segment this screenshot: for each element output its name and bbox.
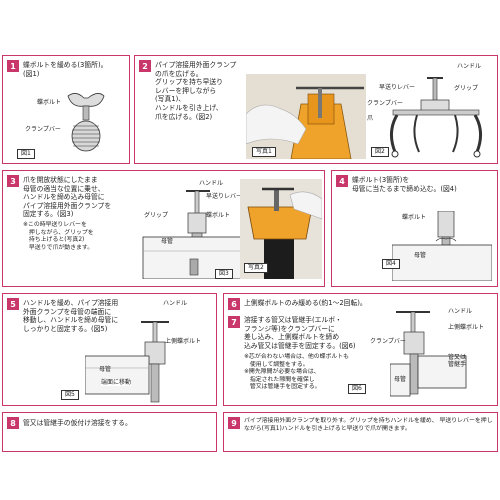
photo-caption: 写真2	[244, 263, 268, 273]
photo-caption: 写真1	[252, 147, 276, 157]
step-text: 蝶ボルト(3箇所)を 母管に当たるまで締め込む。(図4)	[352, 176, 457, 193]
wing-bolt-label: 蝶ボルト	[37, 99, 62, 106]
step-number: 8	[7, 417, 19, 429]
clamp-bar-label: クランプバー	[370, 338, 406, 345]
wing-bolt-label: 蝶ボルト	[206, 212, 231, 219]
clamp-bar-label: クランプバー	[367, 100, 403, 107]
upper-wing-bolt-label: 上側蝶ボルト	[165, 338, 202, 345]
quick-lever-label: 早送りレバー	[379, 84, 416, 91]
quick-lever-label: 早送りレバー	[206, 193, 243, 200]
step-number: 6	[228, 298, 240, 310]
handle-label: ハンドル	[457, 63, 482, 70]
step-text: ハンドルを緩め、パイプ溶接用 外面クランプを母管の端面に 移動し、ハンドルを締め…	[23, 299, 119, 333]
photo-1: 写真1	[246, 74, 366, 159]
step-text: パイプ溶接用外面クランプを取り外す。グリップを持ちハンドルを緩め、 早送りレバー…	[244, 418, 493, 432]
step-text: 管又は管継手の仮付け溶接をする。	[23, 419, 132, 427]
step-1-panel: 1 蝶ボルトを緩める(3箇所)。 (図1) 蝶ボルト クランプバー 図1	[2, 55, 130, 164]
step-note: ※芯が合わない場合は、他の蝶ボルトも 使用して調整をする。 ※開先隙間が必要な場…	[244, 354, 350, 391]
step-number: 4	[336, 175, 348, 187]
figure-caption: 図1	[17, 149, 35, 159]
step-number: 3	[7, 175, 19, 187]
upper-wing-bolt-label: 上側蝶ボルト	[448, 324, 485, 331]
main-pipe-label: 母管	[161, 238, 174, 245]
move-to-end-label: 端面に移動	[101, 379, 132, 386]
clamp-bar-label: クランプバー	[25, 126, 61, 133]
step-text: 溶接する管又は管継手(エルボ・ フランジ等)をクランプバーに 差し込み、上側蝶ボ…	[244, 316, 356, 350]
wing-bolt-label: 蝶ボルト	[402, 214, 427, 221]
step-text: 蝶ボルトを緩める(3箇所)。 (図1)	[23, 61, 108, 78]
figure-caption: 図4	[382, 259, 400, 269]
main-pipe-label: 母管	[394, 376, 407, 383]
step-text: 爪を開放状態にしたまま 母管の適当な位置に乗せ、 ハンドルを締め込み母管に パイ…	[23, 176, 112, 219]
step-9-panel: 9 パイプ溶接用外面クランプを取り外す。グリップを持ちハンドルを緩め、 早送りレ…	[223, 412, 498, 452]
figure-caption: 図3	[215, 269, 233, 279]
step-text: パイプ溶接用外面クランプ の爪を広げる。 グリップを持ち早送り レバーを押しなが…	[155, 61, 237, 121]
wing-bolt-tighten-illustration	[392, 211, 492, 281]
grip-label: グリップ	[144, 212, 169, 219]
fitting-label: 管又は 管継手	[448, 354, 467, 368]
step-2-panel: 2 パイプ溶接用外面クランプ の爪を広げる。 グリップを持ち早送り レバーを押し…	[134, 55, 498, 164]
step-4-panel: 4 蝶ボルト(3箇所)を 母管に当たるまで締め込む。(図4) 蝶ボルト 母管 図…	[331, 170, 498, 287]
step-number: 5	[7, 298, 19, 310]
grip-label: グリップ	[454, 85, 479, 92]
claw-label: 爪	[367, 115, 374, 122]
handle-label: ハンドル	[163, 300, 188, 307]
clamp-open-illustration	[373, 72, 493, 162]
step-6-7-panel: 6 上側蝶ボルトのみ緩める(約1～2回転)。 7 溶接する管又は管継手(エルボ・…	[223, 293, 498, 406]
figure-caption: 図5	[61, 390, 79, 400]
step-5-panel: 5 ハンドルを緩め、パイプ溶接用 外面クランプを母管の端面に 移動し、ハンドルを…	[2, 293, 217, 406]
handle-label: ハンドル	[199, 180, 224, 187]
step-number: 1	[7, 60, 19, 72]
fitting-clamped-illustration	[390, 306, 496, 404]
step-8-panel: 8 管又は管継手の仮付け溶接をする。	[2, 412, 217, 452]
main-pipe-label: 母管	[414, 252, 427, 259]
main-pipe-label: 母管	[99, 366, 112, 373]
step-number: 9	[228, 417, 240, 429]
step-number: 2	[139, 60, 151, 72]
handle-label: ハンドル	[448, 308, 473, 315]
step-3-panel: 3 爪を開放状態にしたまま 母管の適当な位置に乗せ、 ハンドルを締め込み母管に …	[2, 170, 325, 287]
clamp-at-pipe-end-illustration	[85, 306, 195, 404]
figure-caption: 図6	[348, 384, 366, 394]
step-number: 7	[228, 316, 240, 328]
step-text: 上側蝶ボルトのみ緩める(約1～2回転)。	[244, 299, 367, 307]
wing-bolt-illustration	[58, 86, 128, 156]
step-note: ※この時早送りレバーを 押しながら、グリップを 持ち上げると(写真2) 早送りで…	[23, 222, 94, 251]
photo-2: 写真2	[240, 179, 322, 279]
figure-caption: 図2	[371, 147, 389, 157]
